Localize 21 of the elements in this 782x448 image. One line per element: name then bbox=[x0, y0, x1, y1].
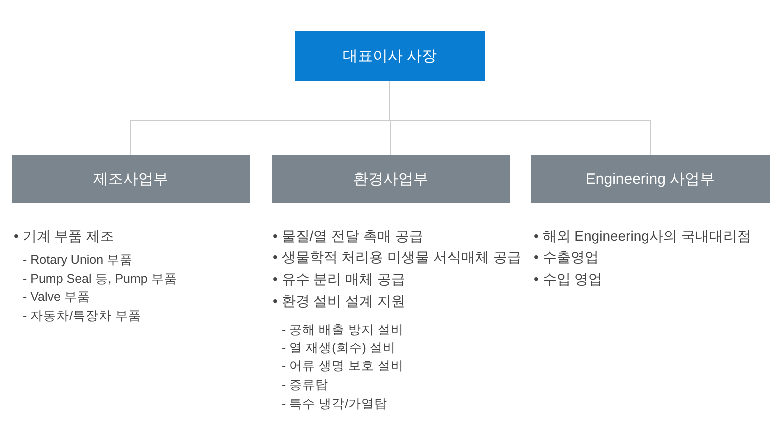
department-box: Engineering 사업부 bbox=[531, 155, 770, 203]
bullet-item: • 물질/열 전달 촉매 공급 bbox=[273, 226, 424, 246]
sub-item: - 자동차/특장차 부품 bbox=[23, 308, 142, 324]
sub-item: - 어류 생명 보호 설비 bbox=[282, 358, 404, 374]
title-box: 대표이사 사장 bbox=[295, 31, 485, 81]
bullet-item: • 기계 부품 제조 bbox=[14, 226, 115, 246]
bullet-item: • 해외 Engineering사의 국내대리점 bbox=[534, 226, 752, 246]
sub-item: - Pump Seal 등, Pump 부품 bbox=[23, 270, 178, 288]
sub-item: - 증류탑 bbox=[282, 376, 329, 394]
bullet-item: • 수출영업 bbox=[534, 248, 599, 266]
sub-item: - Valve 부품 bbox=[23, 288, 90, 306]
bullet-item: • 수입 영업 bbox=[534, 270, 603, 288]
bullet-item: • 환경 설비 설계 지원 bbox=[273, 292, 406, 310]
sub-item: - Rotary Union 부품 bbox=[23, 252, 134, 268]
bullet-item: • 생물학적 처리용 미생물 서식매체 공급 bbox=[273, 248, 522, 266]
sub-item: - 특수 냉각/가열탑 bbox=[282, 396, 388, 412]
sub-item: - 열 재생(회수) 설비 bbox=[282, 340, 396, 356]
department-box: 환경사업부 bbox=[272, 155, 510, 203]
sub-item: - 공해 배출 방지 설비 bbox=[282, 322, 404, 338]
bullet-item: • 유수 분리 매체 공급 bbox=[273, 270, 406, 288]
department-box: 제조사업부 bbox=[12, 155, 250, 203]
